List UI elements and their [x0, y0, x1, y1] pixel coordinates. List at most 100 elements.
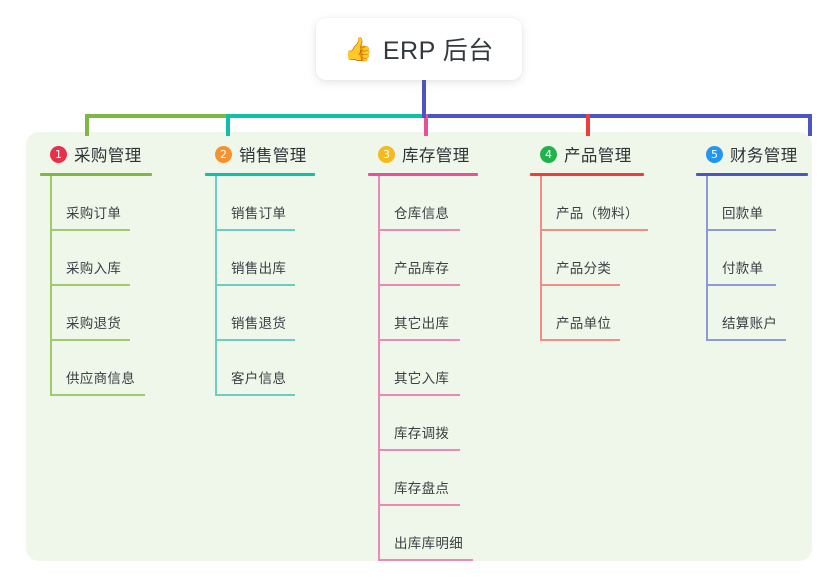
connector-bar-segment: [85, 114, 226, 118]
item-label: 销售订单: [231, 206, 287, 221]
column-header[interactable]: 3 库存管理: [368, 141, 523, 167]
list-item[interactable]: 销售订单: [205, 176, 355, 231]
list-item[interactable]: 回款单: [696, 176, 836, 231]
column-title: 库存管理: [402, 147, 470, 165]
item-underline: [378, 229, 460, 231]
column-header[interactable]: 5 财务管理: [696, 141, 836, 167]
list-item[interactable]: 仓库信息: [368, 176, 523, 231]
item-underline: [50, 229, 130, 231]
list-item[interactable]: 销售出库: [205, 231, 355, 286]
item-underline: [540, 339, 620, 341]
root-node-card[interactable]: 👍 ERP 后台: [316, 18, 522, 80]
item-spine: [378, 176, 380, 231]
item-label: 销售出库: [231, 261, 287, 276]
connector-drop: [85, 114, 89, 136]
column-badge: 5: [706, 145, 723, 163]
list-item[interactable]: 库存调拨: [368, 396, 523, 451]
column-header-rule: [205, 173, 315, 176]
column-header-rule: [368, 173, 478, 176]
list-item[interactable]: 销售退货: [205, 286, 355, 341]
item-spine: [540, 286, 542, 341]
item-spine: [378, 506, 380, 561]
item-underline: [378, 394, 460, 396]
list-item[interactable]: 产品（物料）: [530, 176, 690, 231]
diagram-panel: [26, 132, 812, 561]
connector-drop: [808, 114, 812, 136]
column-财务管理: 5 财务管理回款单付款单结算账户: [696, 141, 836, 341]
column-采购管理: 1 采购管理采购订单采购入库采购退货供应商信息: [40, 141, 190, 396]
item-underline: [215, 394, 295, 396]
column-title: 产品管理: [564, 147, 632, 165]
item-label: 其它入库: [394, 371, 450, 386]
connector-bar-segment: [226, 114, 424, 118]
item-label: 库存调拨: [394, 426, 450, 441]
item-label: 结算账户: [722, 316, 778, 331]
column-items: 销售订单销售出库销售退货客户信息: [205, 176, 355, 396]
list-item[interactable]: 付款单: [696, 231, 836, 286]
item-underline: [378, 449, 460, 451]
column-产品管理: 4 产品管理产品（物料） 产品分类产品单位: [530, 141, 690, 341]
item-spine: [706, 286, 708, 341]
column-header-rule: [696, 173, 808, 176]
root-node-content: 👍 ERP 后台: [344, 31, 494, 67]
list-item[interactable]: 其它出库: [368, 286, 523, 341]
item-label: 产品（物料）: [556, 206, 639, 221]
item-underline: [50, 339, 130, 341]
item-spine: [215, 286, 217, 341]
item-spine: [378, 451, 380, 506]
item-spine: [50, 286, 52, 341]
list-item[interactable]: 出库库明细: [368, 506, 523, 561]
item-spine: [706, 176, 708, 231]
item-label: 采购退货: [66, 316, 122, 331]
item-label: 出库库明细: [394, 536, 463, 551]
thumbs-up-icon: 👍: [344, 35, 373, 62]
list-item[interactable]: 其它入库: [368, 341, 523, 396]
list-item[interactable]: 采购订单: [40, 176, 190, 231]
item-spine: [50, 231, 52, 286]
item-underline: [50, 394, 145, 396]
column-title: 财务管理: [730, 147, 798, 165]
connector-bar-segment: [424, 114, 812, 118]
list-item[interactable]: 产品库存: [368, 231, 523, 286]
item-label: 其它出库: [394, 316, 450, 331]
list-item[interactable]: 产品单位: [530, 286, 690, 341]
root-connector-stem: [422, 78, 426, 118]
column-header-rule: [530, 173, 644, 176]
connector-drop: [586, 114, 590, 136]
list-item[interactable]: 结算账户: [696, 286, 836, 341]
list-item[interactable]: 采购入库: [40, 231, 190, 286]
item-underline: [706, 339, 786, 341]
item-underline: [215, 284, 295, 286]
list-item[interactable]: 供应商信息: [40, 341, 190, 396]
column-title: 采购管理: [74, 147, 142, 165]
list-item[interactable]: 产品分类: [530, 231, 690, 286]
column-items: 回款单付款单结算账户: [696, 176, 836, 341]
column-header-rule: [40, 173, 152, 176]
item-label: 仓库信息: [394, 206, 450, 221]
item-spine: [378, 231, 380, 286]
connector-drop: [424, 114, 428, 136]
item-spine: [215, 341, 217, 396]
column-items: 仓库信息产品库存其它出库其它入库库存调拨库存盘点出库库明细: [368, 176, 523, 561]
column-items: 采购订单采购入库采购退货供应商信息: [40, 176, 190, 396]
column-badge: 1: [50, 145, 67, 163]
list-item[interactable]: 采购退货: [40, 286, 190, 341]
column-badge: 3: [378, 145, 395, 163]
item-spine: [378, 341, 380, 396]
item-spine: [215, 176, 217, 231]
item-label: 产品库存: [394, 261, 450, 276]
column-badge: 4: [540, 145, 557, 163]
item-underline: [378, 284, 460, 286]
item-label: 回款单: [722, 206, 764, 221]
column-header[interactable]: 4 产品管理: [530, 141, 690, 167]
item-underline: [215, 229, 295, 231]
list-item[interactable]: 库存盘点: [368, 451, 523, 506]
item-underline: [215, 339, 295, 341]
column-header[interactable]: 1 采购管理: [40, 141, 190, 167]
list-item[interactable]: 客户信息: [205, 341, 355, 396]
item-label: 客户信息: [231, 371, 287, 386]
item-underline: [706, 284, 776, 286]
item-spine: [215, 231, 217, 286]
